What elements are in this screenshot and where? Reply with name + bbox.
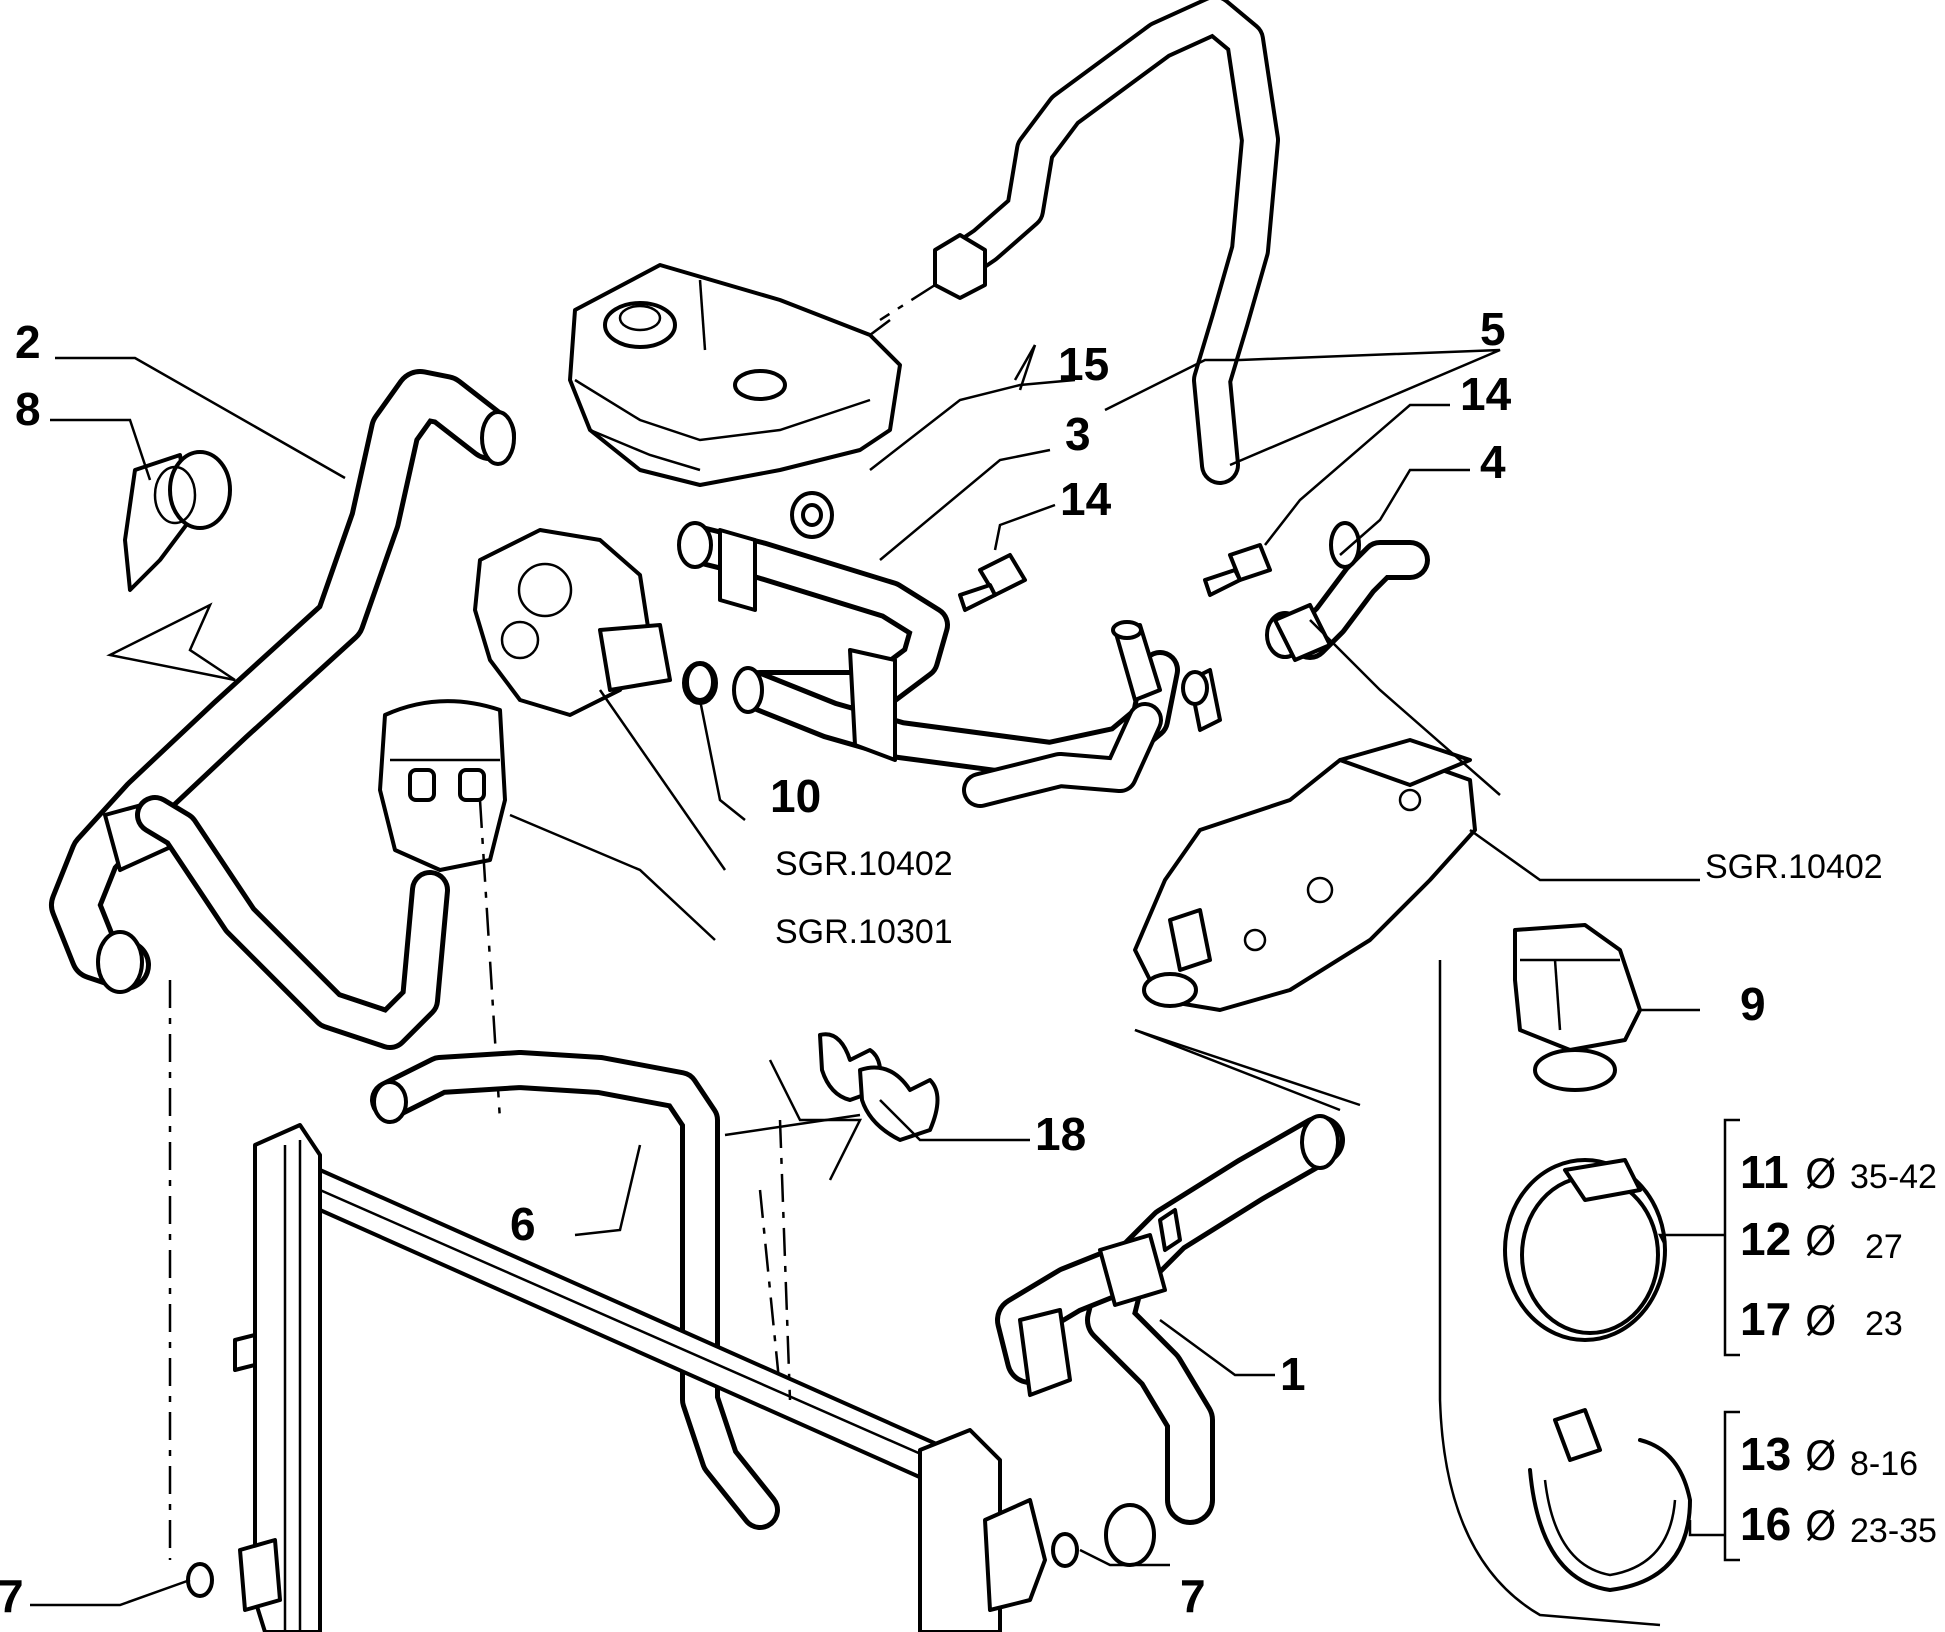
heater-canister — [378, 699, 507, 1121]
clamp-part-16: 16 — [1740, 1498, 1791, 1550]
washer-7-left — [186, 1562, 214, 1598]
clamp-part-17: 17 — [1740, 1293, 1791, 1345]
reference-sgr-10402-right: SGR.10402 — [1705, 848, 1883, 886]
callout-3: 3 — [1065, 408, 1091, 460]
section-lines — [106, 602, 1661, 1627]
callout-2: 2 — [15, 316, 41, 368]
diameter-symbol: Ø — [1805, 1219, 1836, 1265]
diameter-symbol: Ø — [1805, 1504, 1836, 1550]
reference-sgr-10301: SGR.10301 — [775, 913, 953, 951]
callout-4: 4 — [1480, 436, 1506, 488]
clamp-size-group-a: 11 Ø 35-42 12 Ø 27 17 Ø 23 — [1740, 1146, 1937, 1345]
clamp-part-13: 13 — [1740, 1428, 1791, 1480]
clamp-part-11: 11 — [1740, 1146, 1789, 1198]
clamp-size-12: 27 — [1865, 1228, 1903, 1266]
bolt-14-left — [958, 553, 1027, 612]
reference-sgr-10402-left: SGR.10402 — [775, 845, 953, 883]
hose-4 — [1265, 521, 1430, 662]
clip-9 — [1513, 923, 1642, 1092]
hose-middle — [135, 795, 450, 1050]
pipe-assembly-3 — [677, 521, 1222, 808]
leader-lines — [30, 344, 1725, 1607]
diameter-symbol: Ø — [1805, 1299, 1836, 1345]
clamp-size-17: 23 — [1865, 1305, 1903, 1343]
expansion-tank — [568, 263, 902, 487]
radiator — [168, 980, 1047, 1632]
clamp-size-13: 8-16 — [1850, 1445, 1918, 1483]
callout-6: 6 — [510, 1198, 536, 1250]
callout-15: 15 — [1058, 338, 1109, 390]
callout-14-left: 14 — [1060, 473, 1112, 525]
worm-gear-clamp — [1528, 1408, 1692, 1592]
clip-8 — [123, 450, 232, 592]
clamp-part-12: 12 — [1740, 1213, 1791, 1265]
callout-1: 1 — [1280, 1348, 1306, 1400]
washer-7-right — [1051, 1532, 1079, 1568]
callout-7-right: 7 — [1180, 1570, 1206, 1622]
washer-15 — [790, 491, 834, 539]
callout-5: 5 — [1480, 303, 1506, 355]
clamp-size-group-b: 13 Ø 8-16 16 Ø 23-35 — [1740, 1428, 1937, 1550]
washer-10 — [685, 662, 715, 702]
callout-9: 9 — [1740, 978, 1766, 1030]
clamp-size-16: 23-35 — [1850, 1512, 1937, 1550]
diameter-symbol: Ø — [1805, 1434, 1836, 1480]
hose-1 — [995, 1114, 1345, 1567]
clamp-size-11: 35-42 — [1850, 1158, 1937, 1196]
hose-6 — [370, 1050, 782, 1530]
callout-10: 10 — [770, 770, 821, 822]
diameter-symbol: Ø — [1805, 1152, 1836, 1198]
callout-14-right: 14 — [1460, 368, 1512, 420]
outlet-housing-right — [1133, 738, 1477, 1012]
hose-5 — [879, 0, 1280, 485]
thermostat-housing-left — [473, 528, 718, 717]
callout-8: 8 — [15, 383, 41, 435]
callout-18: 18 — [1035, 1108, 1086, 1160]
size-brackets — [1723, 1118, 1740, 1562]
clips-18 — [818, 1032, 940, 1142]
callout-7-left: 7 — [0, 1570, 24, 1622]
bolt-14-right — [1203, 543, 1272, 597]
band-clamp-large — [1503, 1158, 1667, 1342]
